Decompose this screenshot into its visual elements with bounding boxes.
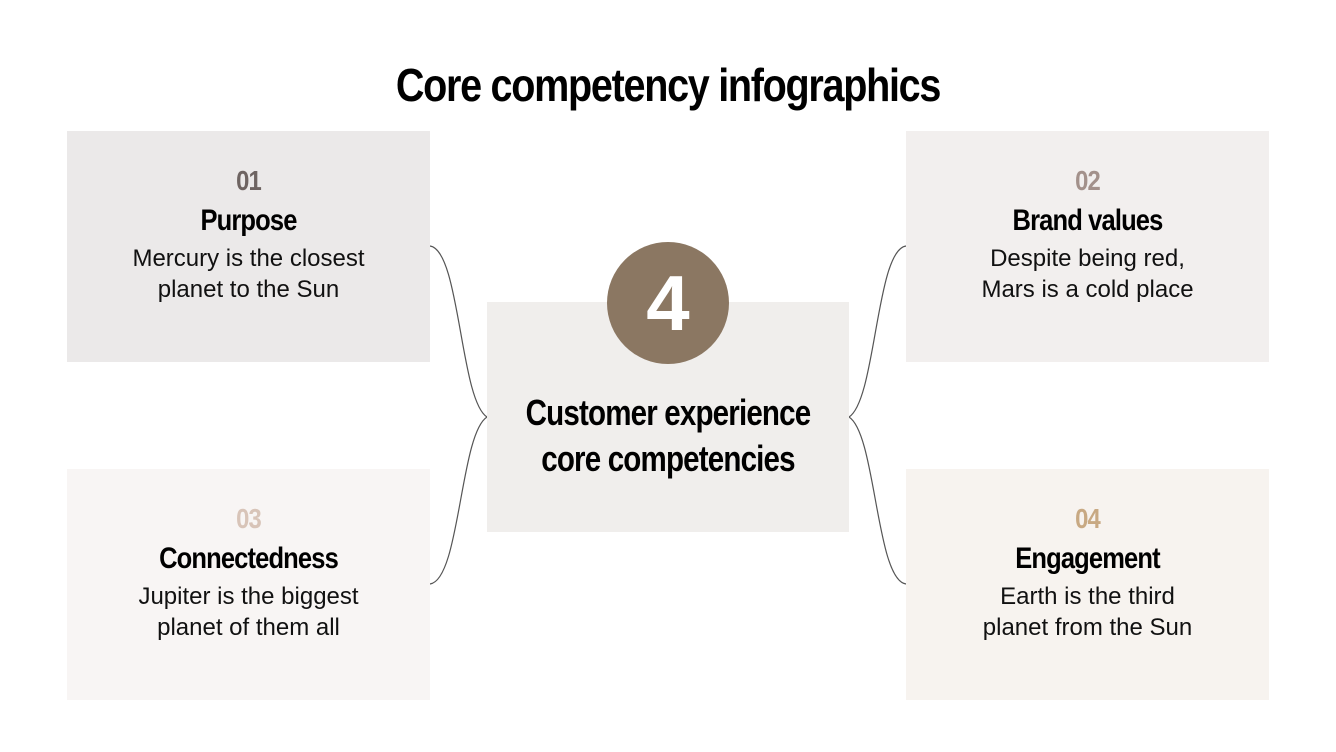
card-number: 03 bbox=[236, 503, 262, 534]
card-brand-values: 02 Brand values Despite being red, Mars … bbox=[906, 131, 1269, 362]
card-desc-line2: planet to the Sun bbox=[157, 276, 340, 303]
card-desc-line1: Jupiter is the biggest bbox=[138, 583, 359, 610]
center-text-line1: Customer experience bbox=[525, 392, 811, 433]
card-desc-line1: Mercury is the closest bbox=[132, 245, 365, 272]
card-title: Engagement bbox=[1015, 542, 1160, 575]
card-desc-line2: planet of them all bbox=[157, 614, 340, 641]
center-number-circle: 4 bbox=[607, 242, 729, 364]
card-number: 04 bbox=[1075, 503, 1101, 534]
card-title: Connectedness bbox=[159, 542, 339, 575]
card-desc-line1: Despite being red, bbox=[990, 245, 1185, 272]
card-desc-line2: Mars is a cold place bbox=[981, 276, 1194, 303]
page-title: Core competency infographics bbox=[395, 59, 942, 111]
card-desc-line1: Earth is the third bbox=[1000, 583, 1175, 610]
card-desc-line2: planet from the Sun bbox=[982, 614, 1193, 641]
center-text: Customer experience core competencies bbox=[520, 390, 817, 482]
center-text-line2: core competencies bbox=[541, 438, 795, 479]
card-title: Brand values bbox=[1012, 204, 1164, 237]
card-engagement: 04 Engagement Earth is the third planet … bbox=[906, 469, 1269, 700]
card-connectedness: 03 Connectedness Jupiter is the biggest … bbox=[67, 469, 430, 700]
card-number: 01 bbox=[236, 165, 262, 196]
card-title: Purpose bbox=[200, 204, 297, 237]
card-number: 02 bbox=[1075, 165, 1101, 196]
card-purpose: 01 Purpose Mercury is the closest planet… bbox=[67, 131, 430, 362]
